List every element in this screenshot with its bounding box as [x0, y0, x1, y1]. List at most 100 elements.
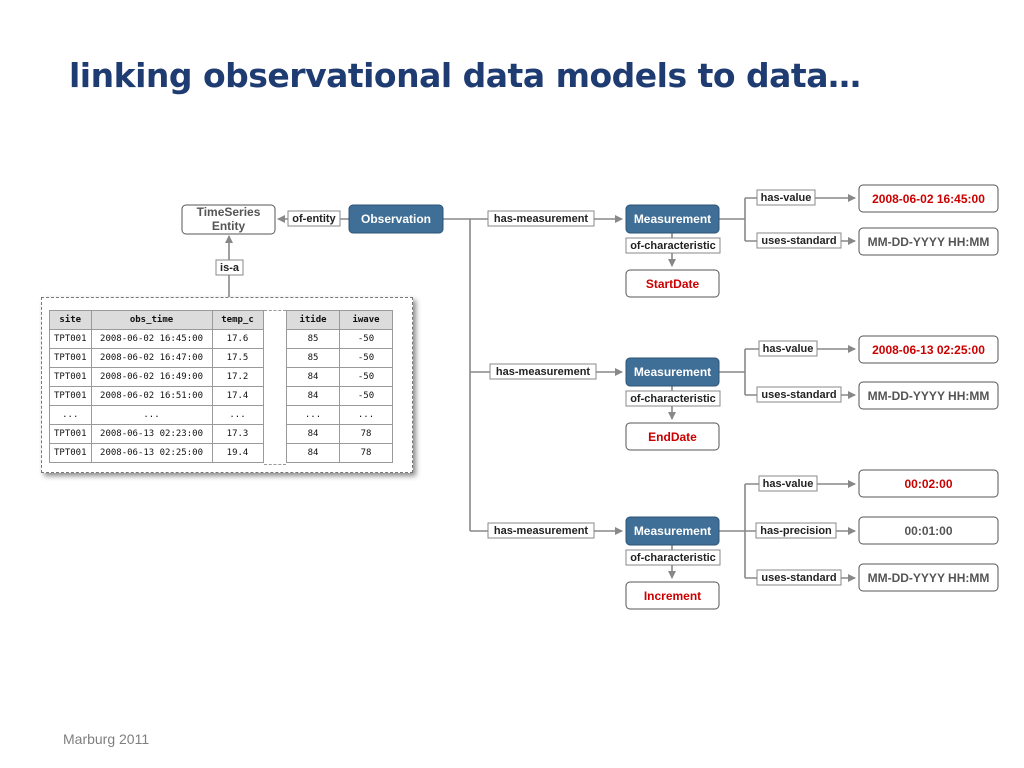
- svg-text:has-precision: has-precision: [760, 525, 832, 537]
- svg-text:has-value: has-value: [763, 478, 814, 490]
- edge-label-of-characteristic-3: of-characteristic: [625, 549, 721, 566]
- svg-text:uses-standard: uses-standard: [761, 389, 836, 401]
- edge-label-is-a: is-a: [215, 259, 244, 276]
- svg-text:TimeSeries: TimeSeries: [197, 205, 261, 219]
- svg-text:has-measurement: has-measurement: [494, 213, 588, 225]
- table-row: 84-50: [286, 386, 393, 406]
- svg-text:MM-DD-YYYY HH:MM: MM-DD-YYYY HH:MM: [868, 389, 990, 403]
- table-cell: -50: [339, 386, 393, 406]
- table-header-cell: obs_time: [90, 310, 213, 330]
- edge-label-has-value-3: has-value: [758, 475, 818, 492]
- svg-text:of-characteristic: of-characteristic: [630, 552, 716, 564]
- svg-text:00:02:00: 00:02:00: [904, 477, 952, 491]
- table-cell: ...: [49, 405, 92, 425]
- svg-text:is-a: is-a: [220, 262, 240, 274]
- svg-text:Observation: Observation: [361, 212, 431, 226]
- table-row: 84-50: [286, 367, 393, 387]
- table-cell: 2008-06-13 02:23:00: [90, 424, 213, 444]
- table-cell: ...: [90, 405, 213, 425]
- table-cell: TPT001: [49, 424, 92, 444]
- edge-label-has-precision: has-precision: [755, 522, 837, 539]
- node-increment: Increment: [625, 581, 720, 610]
- table-header-cell: site: [49, 310, 92, 330]
- node-startdate: StartDate: [625, 269, 720, 298]
- table-cell: TPT001: [49, 386, 92, 406]
- table-row: 85-50: [286, 348, 393, 368]
- node-measurement-3: Measurement: [625, 516, 720, 546]
- table-gap-divider: [264, 310, 286, 465]
- node-timeseries-entity: TimeSeries Entity: [181, 204, 276, 235]
- svg-text:of-entity: of-entity: [292, 213, 336, 225]
- svg-text:2008-06-02 16:45:00: 2008-06-02 16:45:00: [872, 192, 985, 206]
- slide-title: linking observational data models to dat…: [69, 56, 861, 95]
- edge-label-has-measurement-3: has-measurement: [487, 522, 595, 539]
- table-cell: 2008-06-13 02:25:00: [90, 443, 213, 463]
- svg-text:MM-DD-YYYY HH:MM: MM-DD-YYYY HH:MM: [868, 571, 990, 585]
- table-cell: -50: [339, 367, 393, 387]
- table-cell: 85: [286, 348, 340, 368]
- table-cell: TPT001: [49, 443, 92, 463]
- table-cell: 17.4: [211, 386, 264, 406]
- table-cell: 17.2: [211, 367, 264, 387]
- svg-text:Entity: Entity: [212, 219, 246, 233]
- svg-text:Increment: Increment: [644, 589, 701, 603]
- table-cell: 17.6: [211, 329, 264, 349]
- svg-text:Measurement: Measurement: [634, 365, 711, 379]
- node-enddate: EndDate: [625, 422, 720, 451]
- edge-label-uses-standard-3: uses-standard: [756, 569, 842, 586]
- svg-text:has-measurement: has-measurement: [496, 366, 590, 378]
- edge-label-of-characteristic-1: of-characteristic: [625, 237, 721, 254]
- svg-text:Measurement: Measurement: [634, 524, 711, 538]
- svg-text:2008-06-13 02:25:00: 2008-06-13 02:25:00: [872, 343, 985, 357]
- table-cell: TPT001: [49, 329, 92, 349]
- table-cell: 2008-06-02 16:49:00: [90, 367, 213, 387]
- table-cell: 84: [286, 367, 340, 387]
- node-standard-3: MM-DD-YYYY HH:MM: [858, 563, 999, 592]
- table-cell: ...: [339, 405, 393, 425]
- table-cell: TPT001: [49, 348, 92, 368]
- node-standard-2: MM-DD-YYYY HH:MM: [858, 381, 999, 410]
- svg-text:has-value: has-value: [763, 343, 814, 355]
- edge-label-of-entity: of-entity: [287, 210, 341, 227]
- table-header-cell: temp_c: [211, 310, 264, 330]
- table-cell: 78: [339, 443, 393, 463]
- table-row: 85-50: [286, 329, 393, 349]
- edge-label-has-value-2: has-value: [758, 340, 818, 357]
- node-measurement-2: Measurement: [625, 357, 720, 387]
- table-header-cell: iwave: [339, 310, 393, 330]
- table-cell: 2008-06-02 16:51:00: [90, 386, 213, 406]
- svg-text:StartDate: StartDate: [646, 277, 700, 291]
- node-value-increment: 00:02:00: [858, 469, 999, 498]
- table-cell: 84: [286, 386, 340, 406]
- table-cell: -50: [339, 329, 393, 349]
- svg-text:uses-standard: uses-standard: [761, 235, 836, 247]
- svg-text:of-characteristic: of-characteristic: [630, 393, 716, 405]
- table-cell: ...: [211, 405, 264, 425]
- table-cell: 19.4: [211, 443, 264, 463]
- svg-text:EndDate: EndDate: [648, 430, 697, 444]
- table-cell: -50: [339, 348, 393, 368]
- node-precision-increment: 00:01:00: [858, 516, 999, 545]
- edge-label-has-measurement-2: has-measurement: [489, 363, 597, 380]
- table-row: .........: [49, 405, 264, 425]
- edge-label-has-value-1: has-value: [756, 189, 816, 206]
- node-measurement-1: Measurement: [625, 204, 720, 234]
- svg-text:of-characteristic: of-characteristic: [630, 240, 716, 252]
- node-observation: Observation: [348, 204, 444, 234]
- footer-text: Marburg 2011: [63, 731, 150, 747]
- svg-text:00:01:00: 00:01:00: [904, 524, 952, 538]
- table-cell: 85: [286, 329, 340, 349]
- edge-label-of-characteristic-2: of-characteristic: [625, 390, 721, 407]
- svg-text:has-value: has-value: [761, 192, 812, 204]
- edge-label-has-measurement-1: has-measurement: [487, 210, 595, 227]
- table-cell: 17.5: [211, 348, 264, 368]
